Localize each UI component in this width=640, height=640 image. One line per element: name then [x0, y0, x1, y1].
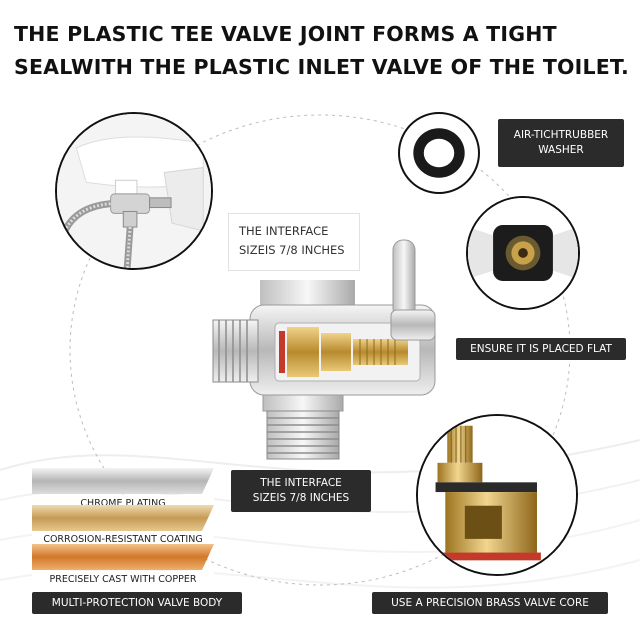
interface-top-line-2: SIZEIS 7/8 INCHES	[239, 243, 345, 257]
tee-valve-photo	[212, 239, 436, 460]
washer-label: AIR-TICHTRUBBER WASHER	[498, 119, 624, 167]
coating-strip	[32, 505, 214, 531]
washer-label-line-1: AIR-TICHTRUBBER	[513, 129, 609, 141]
headline: THE PLASTIC TEE VALVE JOINT FORMS A TIGH…	[14, 18, 629, 84]
rubber-washer-icon	[398, 112, 480, 194]
washer-label-line-2: WASHER	[538, 144, 584, 156]
valve-body-label: MULTI-PROTECTION VALVE BODY	[32, 592, 242, 614]
interface-bottom-line-2: SIZEIS 7/8 INCHES	[252, 492, 350, 504]
copper-label: PRECISELY CAST WITH COPPER	[32, 571, 214, 587]
placed-flat-label: ENSURE IT IS PLACED FLAT	[456, 338, 626, 360]
interface-bottom-line-1: THE INTERFACE	[260, 477, 342, 489]
interface-bottom-label: THE INTERFACE SIZEIS 7/8 INCHES	[231, 470, 371, 512]
chrome-plating-strip	[32, 468, 214, 494]
interface-top-label: THE INTERFACE SIZEIS 7/8 INCHES	[229, 214, 359, 270]
copper-strip	[32, 544, 214, 570]
interface-top-line-1: THE INTERFACE	[239, 224, 329, 238]
toilet-connection-photo	[55, 112, 213, 270]
brass-cartridge-photo	[416, 414, 578, 576]
valve-core-label: USE A PRECISION BRASS VALVE CORE	[372, 592, 608, 614]
headline-line-1: THE PLASTIC TEE VALVE JOINT FORMS A TIGH…	[14, 22, 557, 46]
valve-inlet-photo	[466, 196, 580, 310]
headline-line-2: SEALWITH THE PLASTIC INLET VALVE OF THE …	[14, 55, 629, 79]
coating-label: CORROSION-RESISTANT COATING	[32, 531, 214, 547]
